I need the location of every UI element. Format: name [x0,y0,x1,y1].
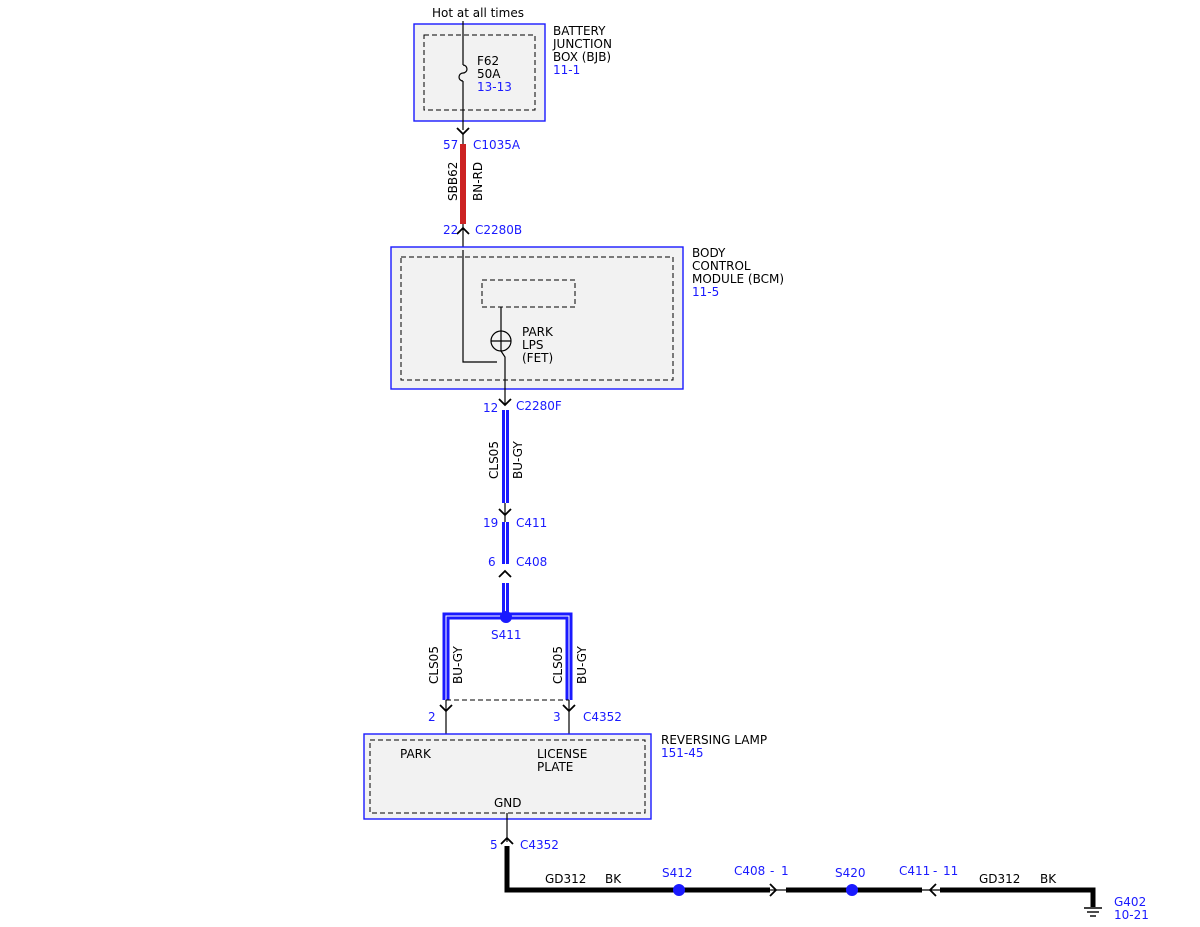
fet-label-line1: PARK [522,325,554,339]
splice-s420-label: S420 [835,866,866,880]
c408-name[interactable]: C408 [516,555,547,569]
wire-cls05-upper[interactable] [502,410,509,503]
wire-sbb62[interactable] [460,144,466,224]
c4352-pin2: 2 [428,710,436,724]
lamp-outline [363,733,652,820]
bjb-ref-link[interactable]: 11-1 [553,63,580,77]
fet-switch-icon [490,330,512,352]
c408-pin: 6 [488,555,496,569]
bjb-inner-outline [423,34,536,111]
c1035a-pin: 57 [443,138,458,152]
bcm-name-line2: CONTROL [692,259,751,273]
c411-pin: 19 [483,516,498,530]
c2280f-connector-icon [498,398,512,407]
ground-icon [1084,907,1102,917]
fet-label-line3: (FET) [522,351,553,365]
c411-11-sep: - [933,864,937,878]
wire-cls05-upper-color: BU-GY [511,441,525,479]
bcm-outline [390,246,684,390]
ground-g402-name[interactable]: G402 [1114,895,1146,909]
c411-11-name[interactable]: C411 [899,864,930,878]
battery-junction-box[interactable] [413,23,546,122]
fuse-icon [458,64,468,82]
c408-connector-icon [498,569,512,578]
wire-cls05-upper-circuit: CLS05 [487,441,501,479]
bjb-name-line2: JUNCTION [552,37,612,51]
c2280b-name[interactable]: C2280B [475,223,522,237]
lamp-ref-link[interactable]: 151-45 [661,746,704,760]
splice-s411-dot[interactable] [500,611,512,623]
c2280f-pin: 12 [483,401,498,415]
bjb-name-line3: BOX (BJB) [553,50,611,64]
c408-1-sep: - [770,864,774,878]
c411-11-pin: 11 [943,864,958,878]
lamp-license-line2: PLATE [537,760,573,774]
lamp-gnd-label: GND [494,796,522,810]
fet-label-line2: LPS [522,338,544,352]
wire-sbb62-color: BN-RD [471,162,485,201]
wire-cls05-right-circuit: CLS05 [551,646,565,684]
c408-1-pin: 1 [781,864,789,878]
fuse-id: F62 [477,54,499,68]
splice-s412-dot[interactable] [673,884,685,896]
gd312-right-color: BK [1040,872,1057,886]
fuse-rating: 50A [477,67,501,81]
gd312-left-color: BK [605,872,622,886]
c411-name[interactable]: C411 [516,516,547,530]
body-control-module[interactable] [390,246,684,390]
wire-cls05-left-color: BU-GY [451,646,465,684]
c4352-gnd-connector-icon [500,836,514,845]
c408-1-name[interactable]: C408 [734,864,765,878]
splice-s412-label: S412 [662,866,693,880]
bjb-outline [413,23,546,122]
bcm-name-line1: BODY [692,246,726,260]
gd312-left-circuit: GD312 [545,872,586,886]
gd312-right-circuit: GD312 [979,872,1020,886]
fuse-ref-link[interactable]: 13-13 [477,80,512,94]
bcm-control-block [481,279,576,308]
splice-s411-label: S411 [491,628,522,642]
bcm-internal-feed [462,250,497,363]
c4352-pin3: 3 [553,710,561,724]
ground-g402-ref[interactable]: 10-21 [1114,908,1149,922]
wire-cls05-left-circuit: CLS05 [427,646,441,684]
bcm-ref-link[interactable]: 11-5 [692,285,719,299]
bjb-name-line1: BATTERY [553,24,606,38]
c2280b-pin: 22 [443,223,458,237]
c4352-name[interactable]: C4352 [583,710,622,724]
lamp-license-line1: LICENSE [537,747,587,761]
reversing-lamp[interactable] [363,733,652,820]
bcm-name-line3: MODULE (BCM) [692,272,784,286]
lamp-name: REVERSING LAMP [661,733,767,747]
lamp-park-label: PARK [400,747,432,761]
wire-cls05-right-color: BU-GY [575,646,589,684]
c4352-gnd-pin: 5 [490,838,498,852]
splice-s420-dot[interactable] [846,884,858,896]
wire-sbb62-circuit: SBB62 [446,162,460,201]
bcm-output-wire [500,350,506,405]
lamp-inner-outline [369,739,646,814]
supply-label: Hot at all times [432,6,524,20]
wire-cls05-link[interactable] [502,522,509,564]
c1035a-name[interactable]: C1035A [473,138,521,152]
c4352-gnd-name[interactable]: C4352 [520,838,559,852]
bcm-inner-outline [400,256,674,381]
c2280f-name[interactable]: C2280F [516,399,562,413]
wire-gd312-right[interactable] [940,887,1096,907]
